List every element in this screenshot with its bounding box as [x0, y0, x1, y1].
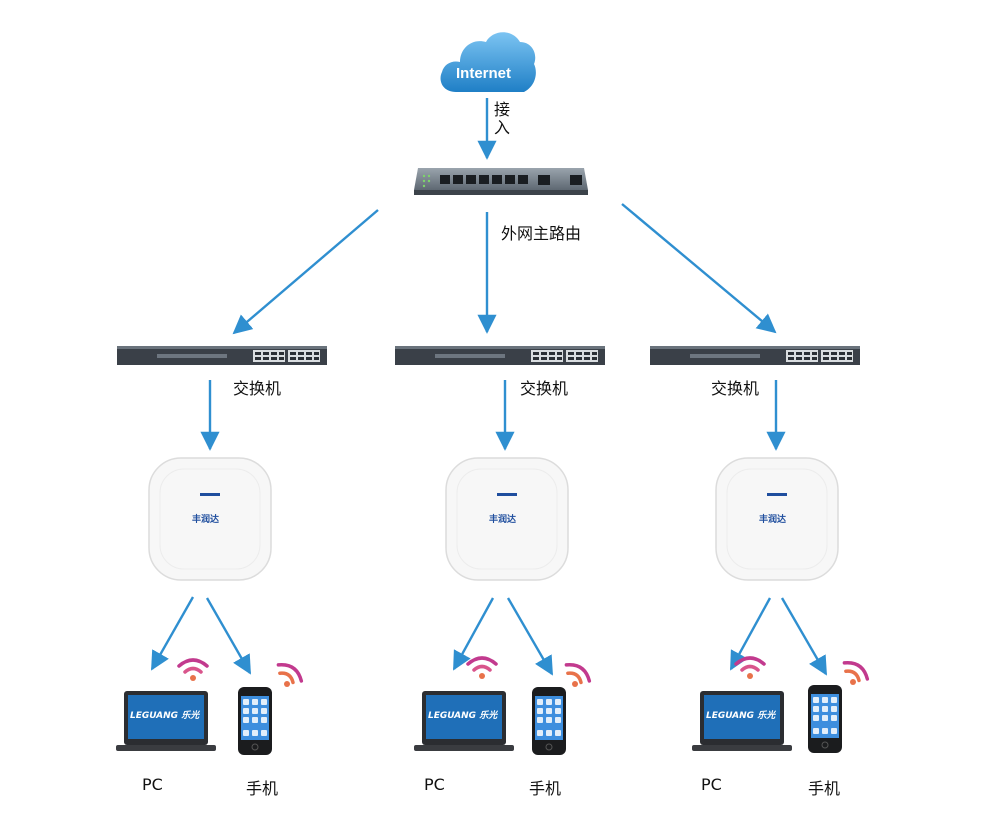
laptop-brand: LEGUANG 乐光 — [706, 711, 776, 721]
main-router — [412, 164, 590, 202]
phone-icon — [238, 687, 272, 755]
phone-label-right: 手机 — [808, 779, 841, 798]
arrow-ap-pc-left — [150, 596, 195, 671]
switch-icon — [650, 346, 860, 365]
switch-label-right: 交换机 — [711, 379, 760, 398]
laptop-brand: LEGUANG 乐光 — [428, 711, 498, 721]
access-point-middle: 丰润达 — [443, 455, 571, 587]
ap-brand-right: 丰润达 — [759, 515, 787, 525]
switch-label-left: 交换机 — [233, 379, 282, 398]
wifi-icon — [177, 658, 209, 681]
switch-icon — [395, 346, 605, 365]
arrow-ap-pc-right — [729, 597, 772, 671]
phone-icon — [808, 685, 842, 753]
access-point-icon — [715, 457, 839, 581]
laptop-icon — [116, 691, 216, 751]
laptop-icon — [692, 691, 792, 751]
access-point-left: 丰润达 — [146, 455, 274, 587]
ap-brand-middle: 丰润达 — [489, 515, 517, 525]
pc-laptop-middle: LEGUANG 乐光 — [414, 691, 514, 757]
arrow-ap-phone-right — [780, 597, 828, 676]
wifi-icon — [734, 656, 766, 679]
router-label: 外网主路由 — [501, 224, 582, 243]
arrow-ap-phone-left — [205, 597, 252, 675]
phone-label-middle: 手机 — [529, 779, 562, 798]
access-point-icon — [148, 457, 272, 581]
arrow-ap-phone-middle — [506, 597, 554, 676]
wifi-icon — [842, 660, 870, 685]
pc-laptop-right: LEGUANG 乐光 — [692, 691, 792, 757]
phone-label-left: 手机 — [246, 779, 279, 798]
arrow-ap-pc-middle — [452, 597, 495, 671]
internet-label: Internet — [456, 65, 512, 82]
arrow-router-switch-left — [232, 209, 379, 335]
switch-middle — [395, 345, 605, 371]
access-label: 接入 — [494, 100, 511, 137]
router-icon — [414, 168, 588, 195]
phone-icon — [532, 687, 566, 755]
switch-left — [117, 345, 327, 371]
pc-laptop-left: LEGUANG 乐光 — [116, 691, 216, 757]
switch-label-middle: 交换机 — [520, 379, 569, 398]
arrow-router-switch-right — [621, 203, 777, 334]
pc-label-left: PC — [142, 775, 163, 794]
wifi-icon — [276, 662, 304, 687]
laptop-brand: LEGUANG 乐光 — [130, 711, 200, 721]
access-point-right: 丰润达 — [713, 455, 841, 587]
laptop-icon — [414, 691, 514, 751]
switch-icon — [117, 346, 327, 365]
access-point-icon — [445, 457, 569, 581]
pc-label-right: PC — [701, 775, 722, 794]
cloud-icon — [440, 32, 536, 92]
switch-right — [650, 345, 860, 371]
pc-label-middle: PC — [424, 775, 445, 794]
wifi-icon — [564, 662, 592, 687]
ap-brand-left: 丰润达 — [192, 515, 220, 525]
internet-cloud: Internet — [438, 26, 538, 98]
wifi-icon — [466, 656, 498, 679]
